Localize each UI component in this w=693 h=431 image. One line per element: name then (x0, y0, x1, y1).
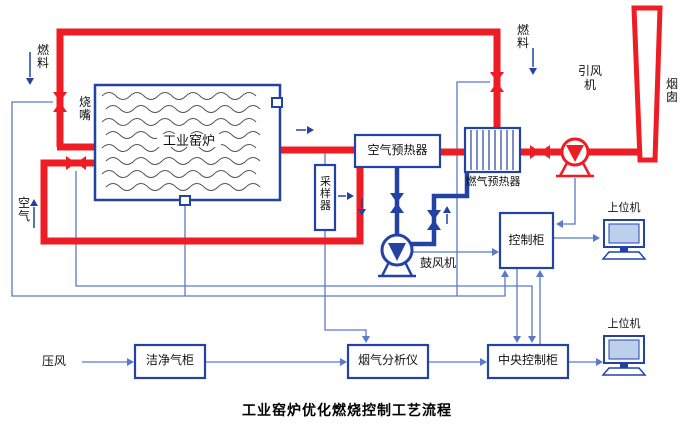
arrow-into-tank (127, 358, 134, 366)
pipe-hot-air-loop (40, 158, 364, 245)
gas-preheater-hatch (470, 130, 514, 170)
blower-valve-icon (390, 193, 404, 213)
flue-flow-arrow (296, 126, 314, 134)
signal-air-valve-to-central (75, 171, 533, 341)
gas-preheater-label: 燃气预热器 (465, 176, 521, 188)
branch-valve-icon (427, 210, 441, 230)
chimney-label: 烟囱 (666, 77, 679, 104)
host-computer-lower-label: 上位机 (607, 318, 641, 330)
blower-fan-icon (378, 233, 416, 278)
fuel-left-label: 燃料 (37, 43, 50, 70)
arrow-into-central (480, 358, 487, 366)
flue-valve-icon (530, 145, 550, 159)
arrow-to-host-upper (593, 234, 600, 242)
branch-up-arrow (443, 206, 451, 224)
air-up-arrow (30, 199, 38, 228)
arrow-control-to-central (513, 336, 521, 343)
kiln-label: 工业窑炉 (157, 134, 221, 147)
induced-fan-label: 引风机 (577, 64, 602, 92)
signal-sampler-to-analyzer (324, 230, 367, 341)
signal-fan-to-control (558, 178, 576, 225)
kiln-bottom-sensor (179, 195, 191, 206)
central-control-cabinet-label: 中央控制柜 (497, 353, 558, 367)
arrow-into-control-bottom (501, 270, 509, 277)
arrow-to-host-lower (596, 358, 603, 366)
fuel-right-label: 燃料 (517, 23, 530, 50)
induced-draft-fan-icon (556, 137, 594, 178)
flue-gas-analyzer-label: 烟气分析仪 (357, 353, 418, 367)
air-preheater-box (353, 133, 442, 169)
host-computer-lower-icon (601, 335, 647, 376)
arrow-into-analyzer-top (362, 336, 370, 343)
kiln-top-sensor (271, 97, 283, 108)
burner-label: 烧嘴 (79, 95, 92, 122)
flow-arrows (26, 48, 537, 228)
control-cabinet-label: 控制柜 (508, 233, 545, 247)
signal-lines (11, 81, 597, 363)
signal-arrowheads (127, 220, 603, 366)
sampler-box (313, 163, 337, 232)
air-preheater-label: 空气预热器 (367, 143, 428, 157)
valves (53, 72, 550, 230)
signal-fuel-valve-to-control (11, 101, 506, 297)
sampler-down-arrow (358, 198, 366, 216)
chimney (631, 5, 663, 163)
arrow-fan-to-control (556, 220, 563, 228)
air-label: 空气 (18, 196, 31, 223)
compressed-air-label: 压风 (42, 354, 67, 368)
control-cabinet-box (498, 211, 555, 270)
fuel-valve-right-icon (490, 72, 504, 92)
gas-preheater-box (463, 126, 522, 174)
fuel-valve-left-icon (53, 92, 67, 112)
sampler-label: 采样器 (320, 176, 331, 212)
sampler-flow-arrow (338, 192, 354, 200)
air-valve-icon (66, 156, 86, 170)
clean-gas-tank-label: 洁净气柜 (145, 353, 194, 367)
arrow-into-analyzer (340, 358, 347, 366)
clean-gas-tank-box (133, 343, 207, 380)
blower-label: 鼓风机 (420, 256, 457, 270)
host-computer-upper-label: 上位机 (607, 202, 641, 214)
arrow-central-to-control (536, 270, 544, 277)
signal-right-valve-to-control (456, 81, 490, 296)
arrow-blower-to-control (492, 248, 499, 256)
fuel-right-down-arrow (529, 48, 537, 75)
host-computer-upper-icon (601, 219, 647, 260)
fuel-left-down-arrow (26, 52, 34, 85)
diagram-title: 工业窑炉优化燃烧控制工艺流程 (242, 402, 452, 418)
central-control-cabinet-box (486, 343, 570, 380)
pipe-blower-branch (410, 170, 470, 247)
flue-gas-analyzer-box (346, 343, 430, 380)
arrow-into-central-top (528, 336, 536, 343)
